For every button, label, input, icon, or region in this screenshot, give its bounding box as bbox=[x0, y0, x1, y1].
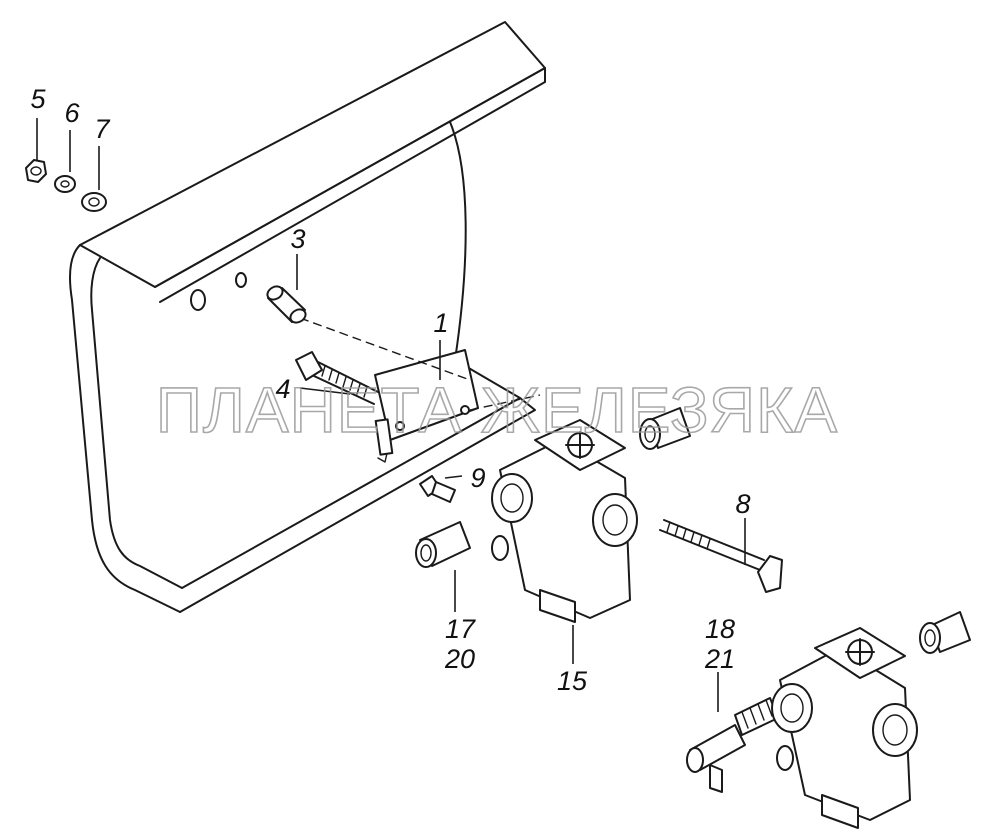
part-3-spacer-sleeve bbox=[266, 285, 307, 324]
part-18-21-elbow-fitting bbox=[686, 697, 779, 793]
part-4-long-bolt bbox=[295, 351, 379, 405]
callout-20: 20 bbox=[444, 644, 475, 674]
callout-1: 1 bbox=[433, 308, 448, 338]
part-8-long-bolt bbox=[659, 519, 783, 593]
callout-17: 17 bbox=[445, 614, 476, 644]
part-17-20-fitting bbox=[415, 521, 471, 568]
part-9-short-bolt bbox=[419, 475, 456, 503]
callout-18: 18 bbox=[705, 614, 735, 644]
callout-7: 7 bbox=[94, 114, 110, 144]
part-5-nut bbox=[25, 159, 47, 183]
frame-channel-bracket bbox=[69, 21, 546, 613]
callout-9: 9 bbox=[470, 463, 485, 493]
callout-6: 6 bbox=[64, 98, 80, 128]
callout-8: 8 bbox=[735, 489, 750, 519]
part-7-flat-washer bbox=[81, 192, 107, 212]
fitting-lower-right bbox=[919, 611, 971, 654]
part-15-valve-assembly bbox=[491, 419, 638, 623]
fitting-upper bbox=[639, 407, 691, 450]
part-1-mounting-plate bbox=[299, 317, 541, 463]
watermark-text: ПЛАНЕТА ЖЕЛЕЗЯКА bbox=[156, 374, 838, 446]
callout-3: 3 bbox=[290, 224, 305, 254]
valve-assembly-lower bbox=[771, 627, 918, 829]
callout-labels: 5 6 7 3 1 4 9 8 17 20 15 18 21 bbox=[30, 84, 750, 696]
callout-5: 5 bbox=[30, 84, 46, 114]
callout-15: 15 bbox=[557, 666, 588, 696]
callout-4: 4 bbox=[275, 374, 290, 404]
part-6-lock-washer bbox=[54, 175, 76, 193]
leader-lines bbox=[36, 118, 746, 712]
callout-21: 21 bbox=[704, 644, 735, 674]
